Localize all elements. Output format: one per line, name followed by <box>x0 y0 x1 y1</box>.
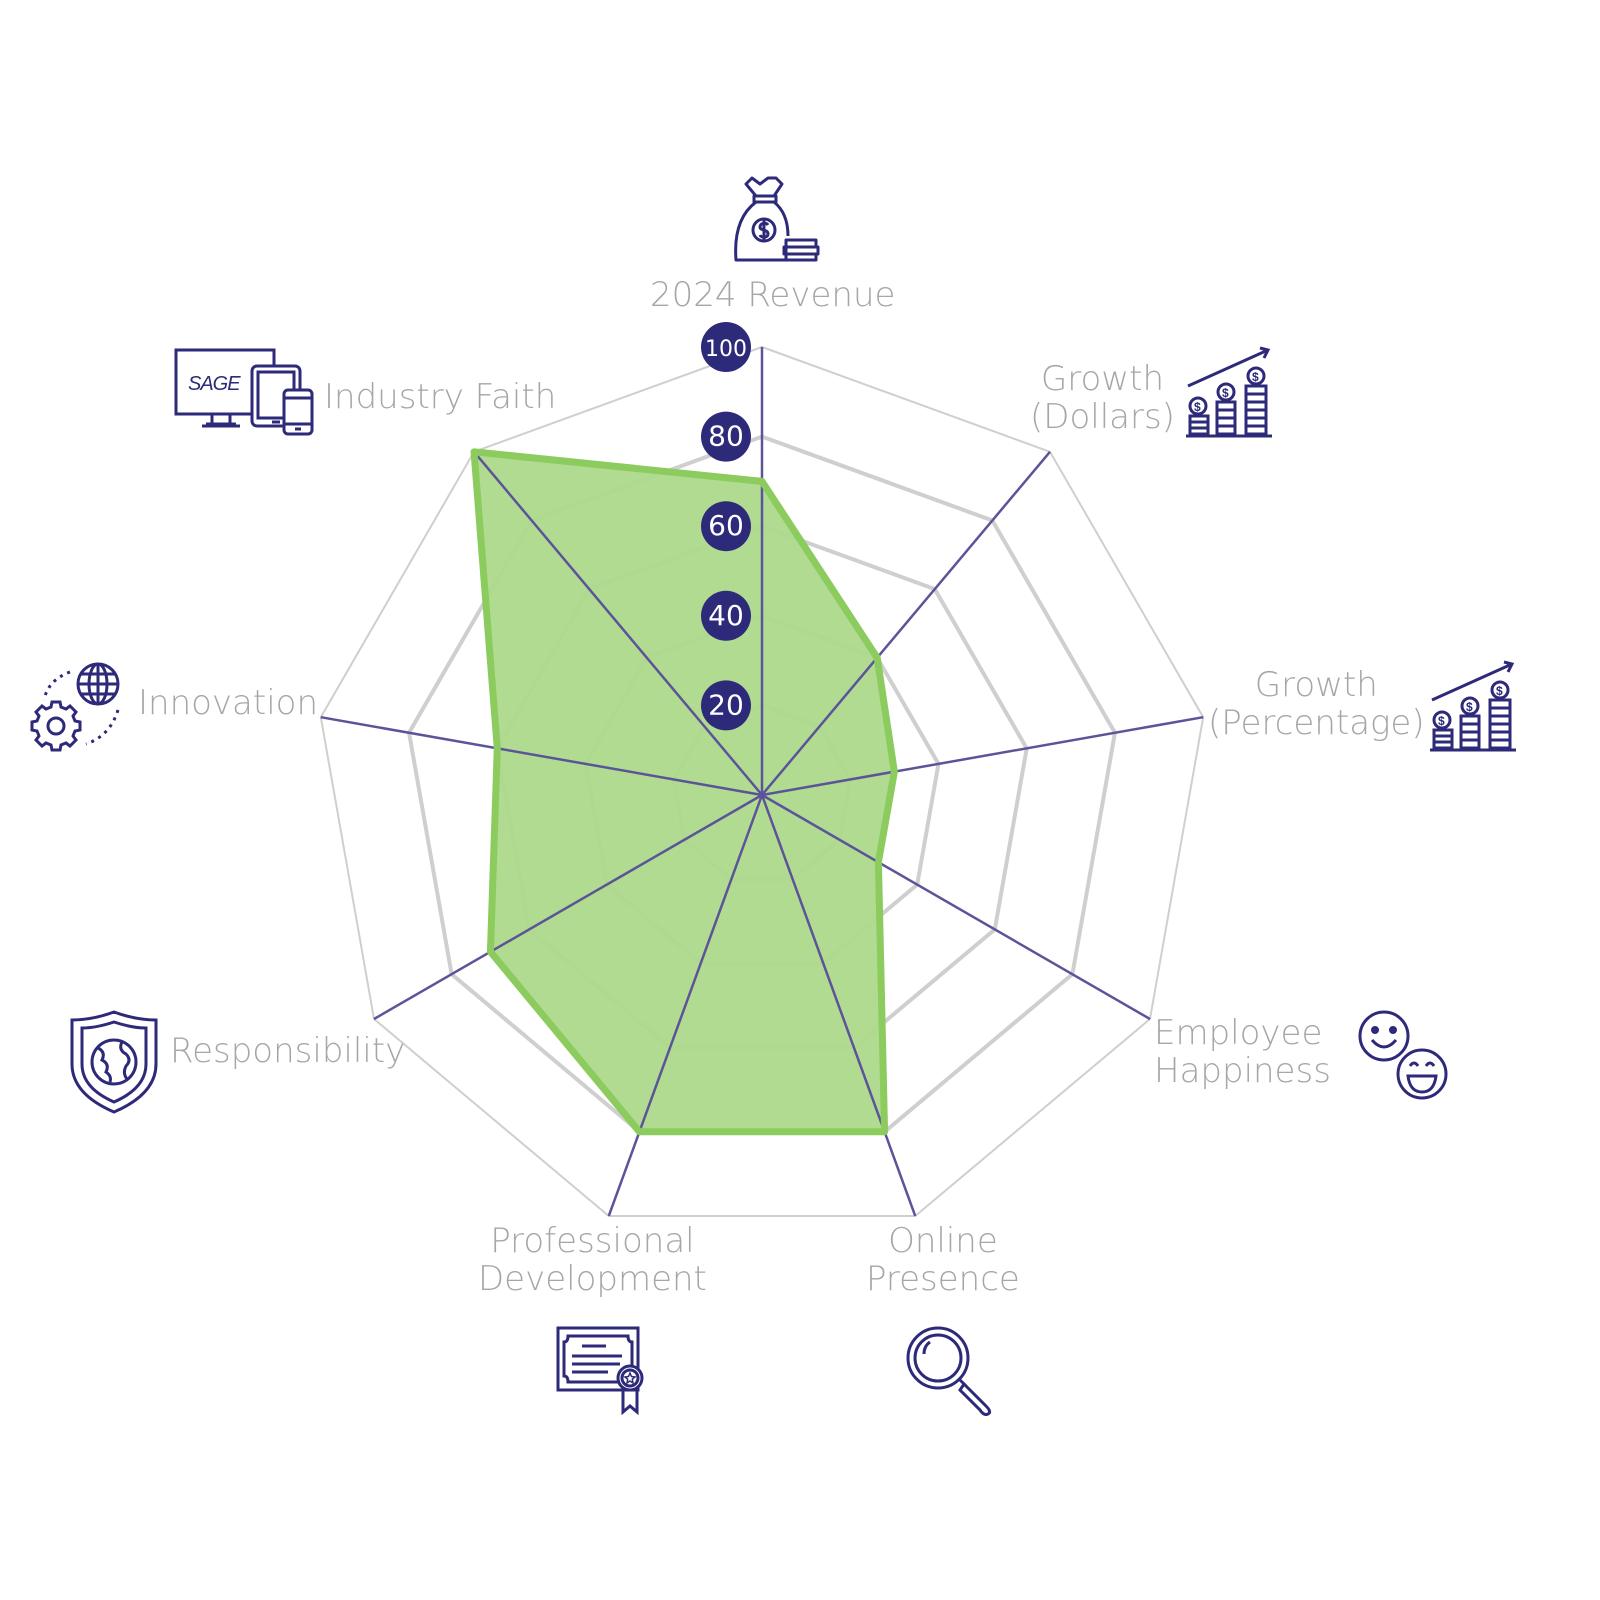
axis-line-4 <box>760 794 917 1217</box>
tick-badge-80: 80 <box>701 411 751 462</box>
shield-globe-icon <box>66 1008 162 1116</box>
axis-label-line: Responsibility <box>170 1031 406 1071</box>
data-point <box>489 950 492 953</box>
coin-growth-percentage-icon: $ $ $ <box>1428 660 1518 752</box>
axis-label-line: Employee <box>1154 1013 1323 1053</box>
sage-devices-icon: SAGE <box>172 346 316 438</box>
tick-label: 80 <box>708 420 744 453</box>
coin-growth-icon: $ $ $ <box>1184 346 1274 438</box>
svg-text:$: $ <box>1222 386 1229 400</box>
axis-line-5 <box>607 794 764 1217</box>
axis-label-line: Innovation <box>138 683 319 723</box>
axis-label-growth-dollars: Growth (Dollars) <box>1030 360 1175 436</box>
tick-label: 40 <box>708 599 744 632</box>
axis-label-professional-development: Professional Development <box>478 1222 707 1298</box>
series-outline <box>470 448 898 1136</box>
data-point <box>877 861 880 864</box>
svg-text:$: $ <box>1252 370 1259 384</box>
axis-line-6 <box>373 793 763 1021</box>
axis-label-online-presence: Online Presence <box>866 1222 1020 1298</box>
data-point <box>876 656 879 659</box>
tick-badge-circle <box>701 411 751 462</box>
svg-text:$: $ <box>1496 684 1503 698</box>
tick-badge-100: 100 <box>701 322 751 372</box>
sage-brand-text: SAGE <box>188 373 241 395</box>
axis-label-line: Industry Faith <box>324 377 557 417</box>
axis-label-line: Presence <box>866 1259 1020 1299</box>
tick-label: 60 <box>708 509 744 542</box>
money-bag-icon <box>730 174 822 264</box>
tick-badge-circle <box>701 322 751 372</box>
svg-text:$: $ <box>1438 714 1445 728</box>
certificate-icon <box>554 1324 648 1416</box>
axis-label-line: Happiness <box>1154 1051 1331 1091</box>
tick-label: 100 <box>705 337 747 362</box>
axis-line-2 <box>761 715 1204 797</box>
tick-badge-40: 40 <box>701 590 751 641</box>
axis-label-line: Growth <box>1040 359 1164 399</box>
tick-badge-circle <box>701 590 751 641</box>
axis-line-7 <box>320 715 763 797</box>
axis-label-innovation: Innovation <box>138 684 318 722</box>
axis-label-line: (Dollars) <box>1030 397 1175 437</box>
axis-label-industry-faith: Industry Faith <box>324 378 556 416</box>
axis-label-line: Professional <box>490 1221 695 1261</box>
axis-line-3 <box>761 793 1151 1021</box>
axis-label-line: Growth <box>1254 665 1378 705</box>
tick-label: 20 <box>708 688 744 721</box>
tick-badge-circle <box>701 680 751 731</box>
smiley-faces-icon <box>1356 1008 1452 1104</box>
series-area <box>474 451 895 1132</box>
axis-label-line: (Percentage) <box>1208 703 1425 743</box>
axis-label-responsibility: Responsibility <box>170 1032 405 1070</box>
data-point <box>496 747 499 750</box>
svg-text:$: $ <box>1194 400 1201 414</box>
axis-label-employee-happiness: Employee Happiness <box>1154 1014 1331 1090</box>
magnifying-glass-icon <box>904 1324 996 1416</box>
axis-label-growth-percentage: Growth (Percentage) <box>1208 666 1425 742</box>
data-point <box>883 1130 886 1133</box>
tick-badge-60: 60 <box>701 501 751 552</box>
axis-label-revenue: 2024 Revenue <box>650 276 895 314</box>
axis-line-1 <box>761 451 1051 796</box>
svg-text:$: $ <box>1466 700 1473 714</box>
axis-label-line: Online <box>888 1221 998 1261</box>
axis-line-8 <box>473 451 763 796</box>
tick-badge-circle <box>701 501 751 552</box>
axes <box>320 347 1204 1217</box>
series-fill <box>474 451 895 1132</box>
tick-labels: 20 40 60 80 100 <box>701 322 751 731</box>
data-point <box>761 480 763 483</box>
data-point <box>638 1130 641 1133</box>
tick-badge-20: 20 <box>701 680 751 731</box>
axis-label-line: 2024 Revenue <box>650 275 896 315</box>
axis-label-line: Development <box>478 1259 707 1299</box>
globe-gear-icon <box>30 660 126 752</box>
data-point <box>473 450 476 453</box>
grid-ring-100 <box>319 345 1205 1217</box>
data-point <box>893 770 896 773</box>
